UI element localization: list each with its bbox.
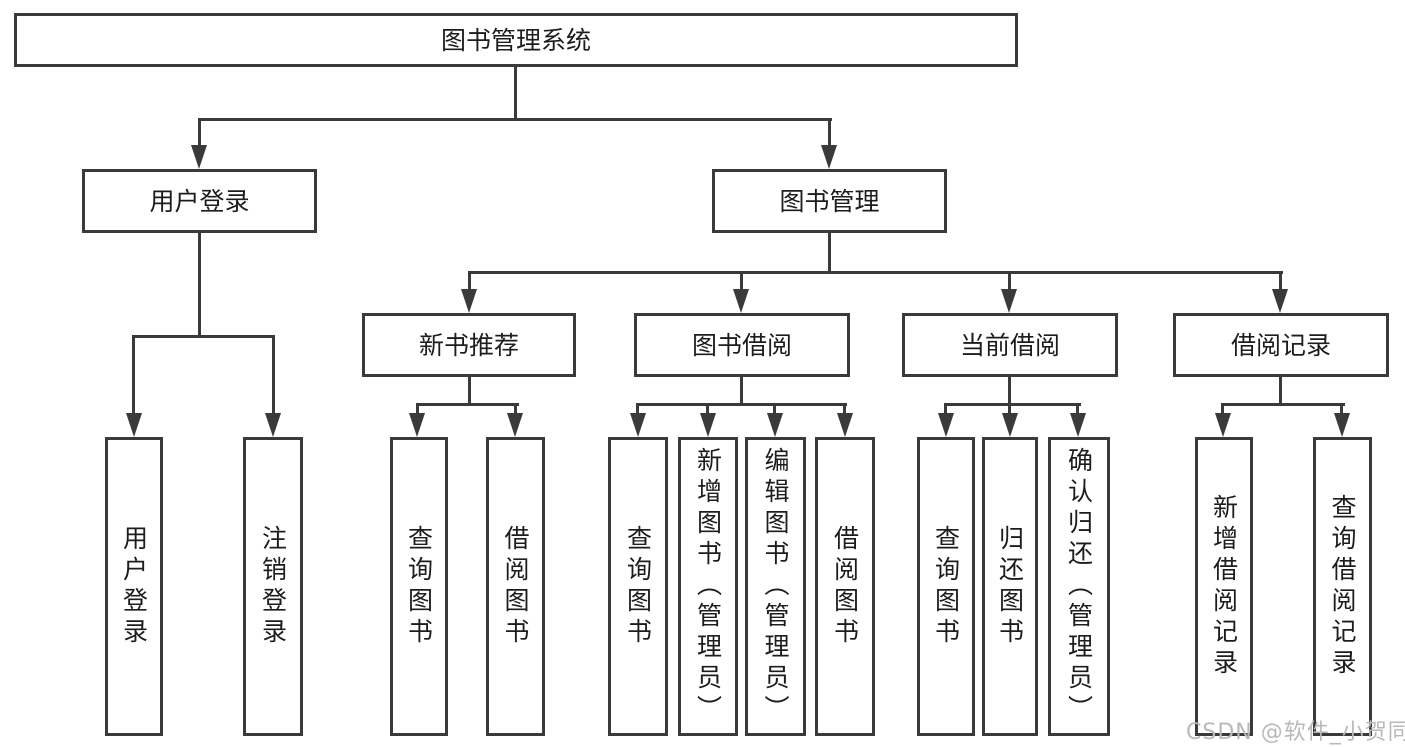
leaf-return-books: 归还图书 [982, 437, 1038, 736]
arrowhead-down-icon [1070, 413, 1086, 437]
node-book-borrow-label: 图书借阅 [691, 330, 792, 360]
arrowhead-down-icon [821, 145, 837, 169]
arrowhead-down-icon [630, 413, 646, 437]
arrowhead-down-icon [1001, 289, 1017, 313]
leaf-add-borrow-record: 新增借阅记录 [1195, 437, 1253, 736]
node-borrow-records-label: 借阅记录 [1230, 330, 1331, 360]
connector-line [514, 67, 517, 118]
leaf-return-books-label: 归还图书 [995, 524, 1025, 649]
connector-line [1008, 274, 1011, 292]
leaf-confirm-return-admin-label: 确认归还（管理员） [1064, 447, 1094, 726]
leaf-current-query-books-label: 查询图书 [931, 524, 961, 649]
node-book-borrow: 图书借阅 [634, 313, 850, 377]
arrowhead-down-icon [767, 413, 783, 437]
arrowhead-down-icon [191, 145, 207, 169]
connector-line [828, 233, 831, 271]
leaf-edit-books-admin-label: 编辑图书（管理员） [761, 447, 790, 726]
arrowhead-down-icon [265, 413, 281, 437]
arrowhead-down-icon [733, 289, 749, 313]
connector-line [1221, 403, 1345, 406]
connector-line [416, 403, 519, 406]
connector-line [944, 406, 947, 416]
connector-line [773, 406, 776, 416]
connector-line [1340, 406, 1343, 416]
connector-line [843, 406, 846, 416]
arrowhead-down-icon [1215, 413, 1231, 437]
node-root-label: 图书管理系统 [440, 25, 591, 55]
leaf-current-query-books: 查询图书 [917, 437, 975, 736]
connector-line [740, 377, 743, 406]
node-book-management: 图书管理 [712, 169, 947, 233]
arrowhead-down-icon [1002, 413, 1018, 437]
leaf-query-borrow-record-label: 查询借阅记录 [1328, 493, 1357, 680]
leaf-borrow-books-label: 借阅图书 [830, 524, 860, 649]
connector-line [468, 274, 471, 292]
arrowhead-down-icon [409, 413, 425, 437]
connector-line [1221, 406, 1224, 416]
leaf-confirm-return-admin: 确认归还（管理员） [1048, 437, 1110, 736]
leaf-borrow-query-books: 查询图书 [608, 437, 668, 736]
leaf-user-login: 用户登录 [105, 437, 163, 736]
connector-line [706, 406, 709, 416]
node-root: 图书管理系统 [14, 13, 1018, 67]
connector-line [416, 406, 419, 416]
connector-line [468, 377, 471, 406]
connector-line [944, 403, 1081, 406]
leaf-logout-login-label: 注销登录 [258, 524, 288, 649]
node-current-borrow: 当前借阅 [902, 313, 1118, 377]
arrowhead-down-icon [938, 413, 954, 437]
leaf-borrow-query-books-label: 查询图书 [623, 524, 653, 649]
leaf-recommend-query-books: 查询图书 [390, 437, 448, 736]
connector-line [198, 121, 201, 149]
node-user-login: 用户登录 [82, 169, 317, 233]
arrowhead-down-icon [126, 413, 142, 437]
watermark: CSDN @软件_小贺同学 [1186, 720, 1405, 745]
leaf-add-borrow-record-label: 新增借阅记录 [1209, 493, 1239, 680]
connector-line [198, 233, 201, 335]
leaf-user-login-label: 用户登录 [119, 524, 149, 649]
connector-line [468, 271, 1283, 274]
arrowhead-down-icon [700, 413, 716, 437]
arrowhead-down-icon [837, 413, 853, 437]
leaf-query-borrow-record: 查询借阅记录 [1313, 437, 1372, 736]
arrowhead-down-icon [1272, 289, 1288, 313]
leaf-add-books-admin-label: 新增图书（管理员） [693, 447, 723, 726]
node-book-management-label: 图书管理 [779, 186, 880, 216]
connector-line [828, 121, 831, 149]
node-new-book-recommend-label: 新书推荐 [418, 330, 519, 360]
connector-line [272, 338, 275, 416]
node-user-login-label: 用户登录 [149, 186, 250, 216]
arrowhead-down-icon [1334, 413, 1350, 437]
leaf-recommend-query-books-label: 查询图书 [404, 524, 434, 649]
connector-line [132, 338, 135, 416]
node-new-book-recommend: 新书推荐 [362, 313, 576, 377]
connector-line [1076, 406, 1079, 416]
node-current-borrow-label: 当前借阅 [959, 330, 1060, 360]
leaf-add-books-admin: 新增图书（管理员） [678, 437, 738, 736]
connector-line [740, 274, 743, 292]
connector-line [636, 403, 847, 406]
leaf-recommend-borrow-books: 借阅图书 [486, 437, 545, 736]
connector-line [1279, 377, 1282, 406]
leaf-recommend-borrow-books-label: 借阅图书 [501, 524, 530, 649]
connector-line [198, 118, 832, 121]
connector-line [132, 335, 275, 338]
arrowhead-down-icon [461, 289, 477, 313]
connector-line [514, 406, 517, 416]
connector-line [1008, 406, 1011, 416]
leaf-edit-books-admin: 编辑图书（管理员） [745, 437, 806, 736]
leaf-logout-login: 注销登录 [243, 437, 303, 736]
node-borrow-records: 借阅记录 [1173, 313, 1389, 377]
connector-line [1008, 377, 1011, 406]
arrowhead-down-icon [507, 413, 523, 437]
leaf-borrow-books: 借阅图书 [815, 437, 875, 736]
connector-line [636, 406, 639, 416]
connector-line [1279, 274, 1282, 292]
